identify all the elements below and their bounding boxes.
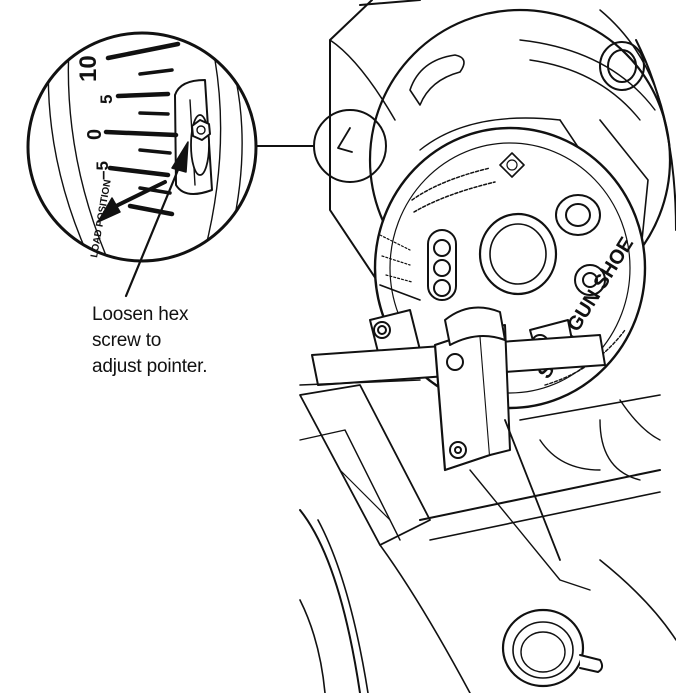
leader-arrow xyxy=(124,141,189,298)
base-frame xyxy=(299,384,676,694)
instruction-line-3: adjust pointer. xyxy=(92,356,208,377)
instruction-callout: Loosen hex screw to adjust pointer. xyxy=(92,302,292,380)
tick-5 xyxy=(115,91,171,99)
tick-neg5 xyxy=(107,165,171,178)
arrowhead-icon xyxy=(171,141,189,173)
tick-0 xyxy=(103,129,179,138)
clamp-assembly xyxy=(299,306,606,472)
callout-connector xyxy=(255,109,387,183)
instruction-line-2: screw to xyxy=(92,330,162,351)
scale-label-0: 0 xyxy=(84,129,106,140)
magnified-scale-detail: 10 5 0 –5 LOAD POSITION xyxy=(26,31,258,263)
tick-10 xyxy=(105,41,181,61)
scale-label-neg5: –5 xyxy=(93,161,112,180)
scale-label-5: 5 xyxy=(97,95,116,104)
instruction-line-1: Loosen hex xyxy=(92,304,189,325)
scale-label-10: 10 xyxy=(75,55,102,82)
